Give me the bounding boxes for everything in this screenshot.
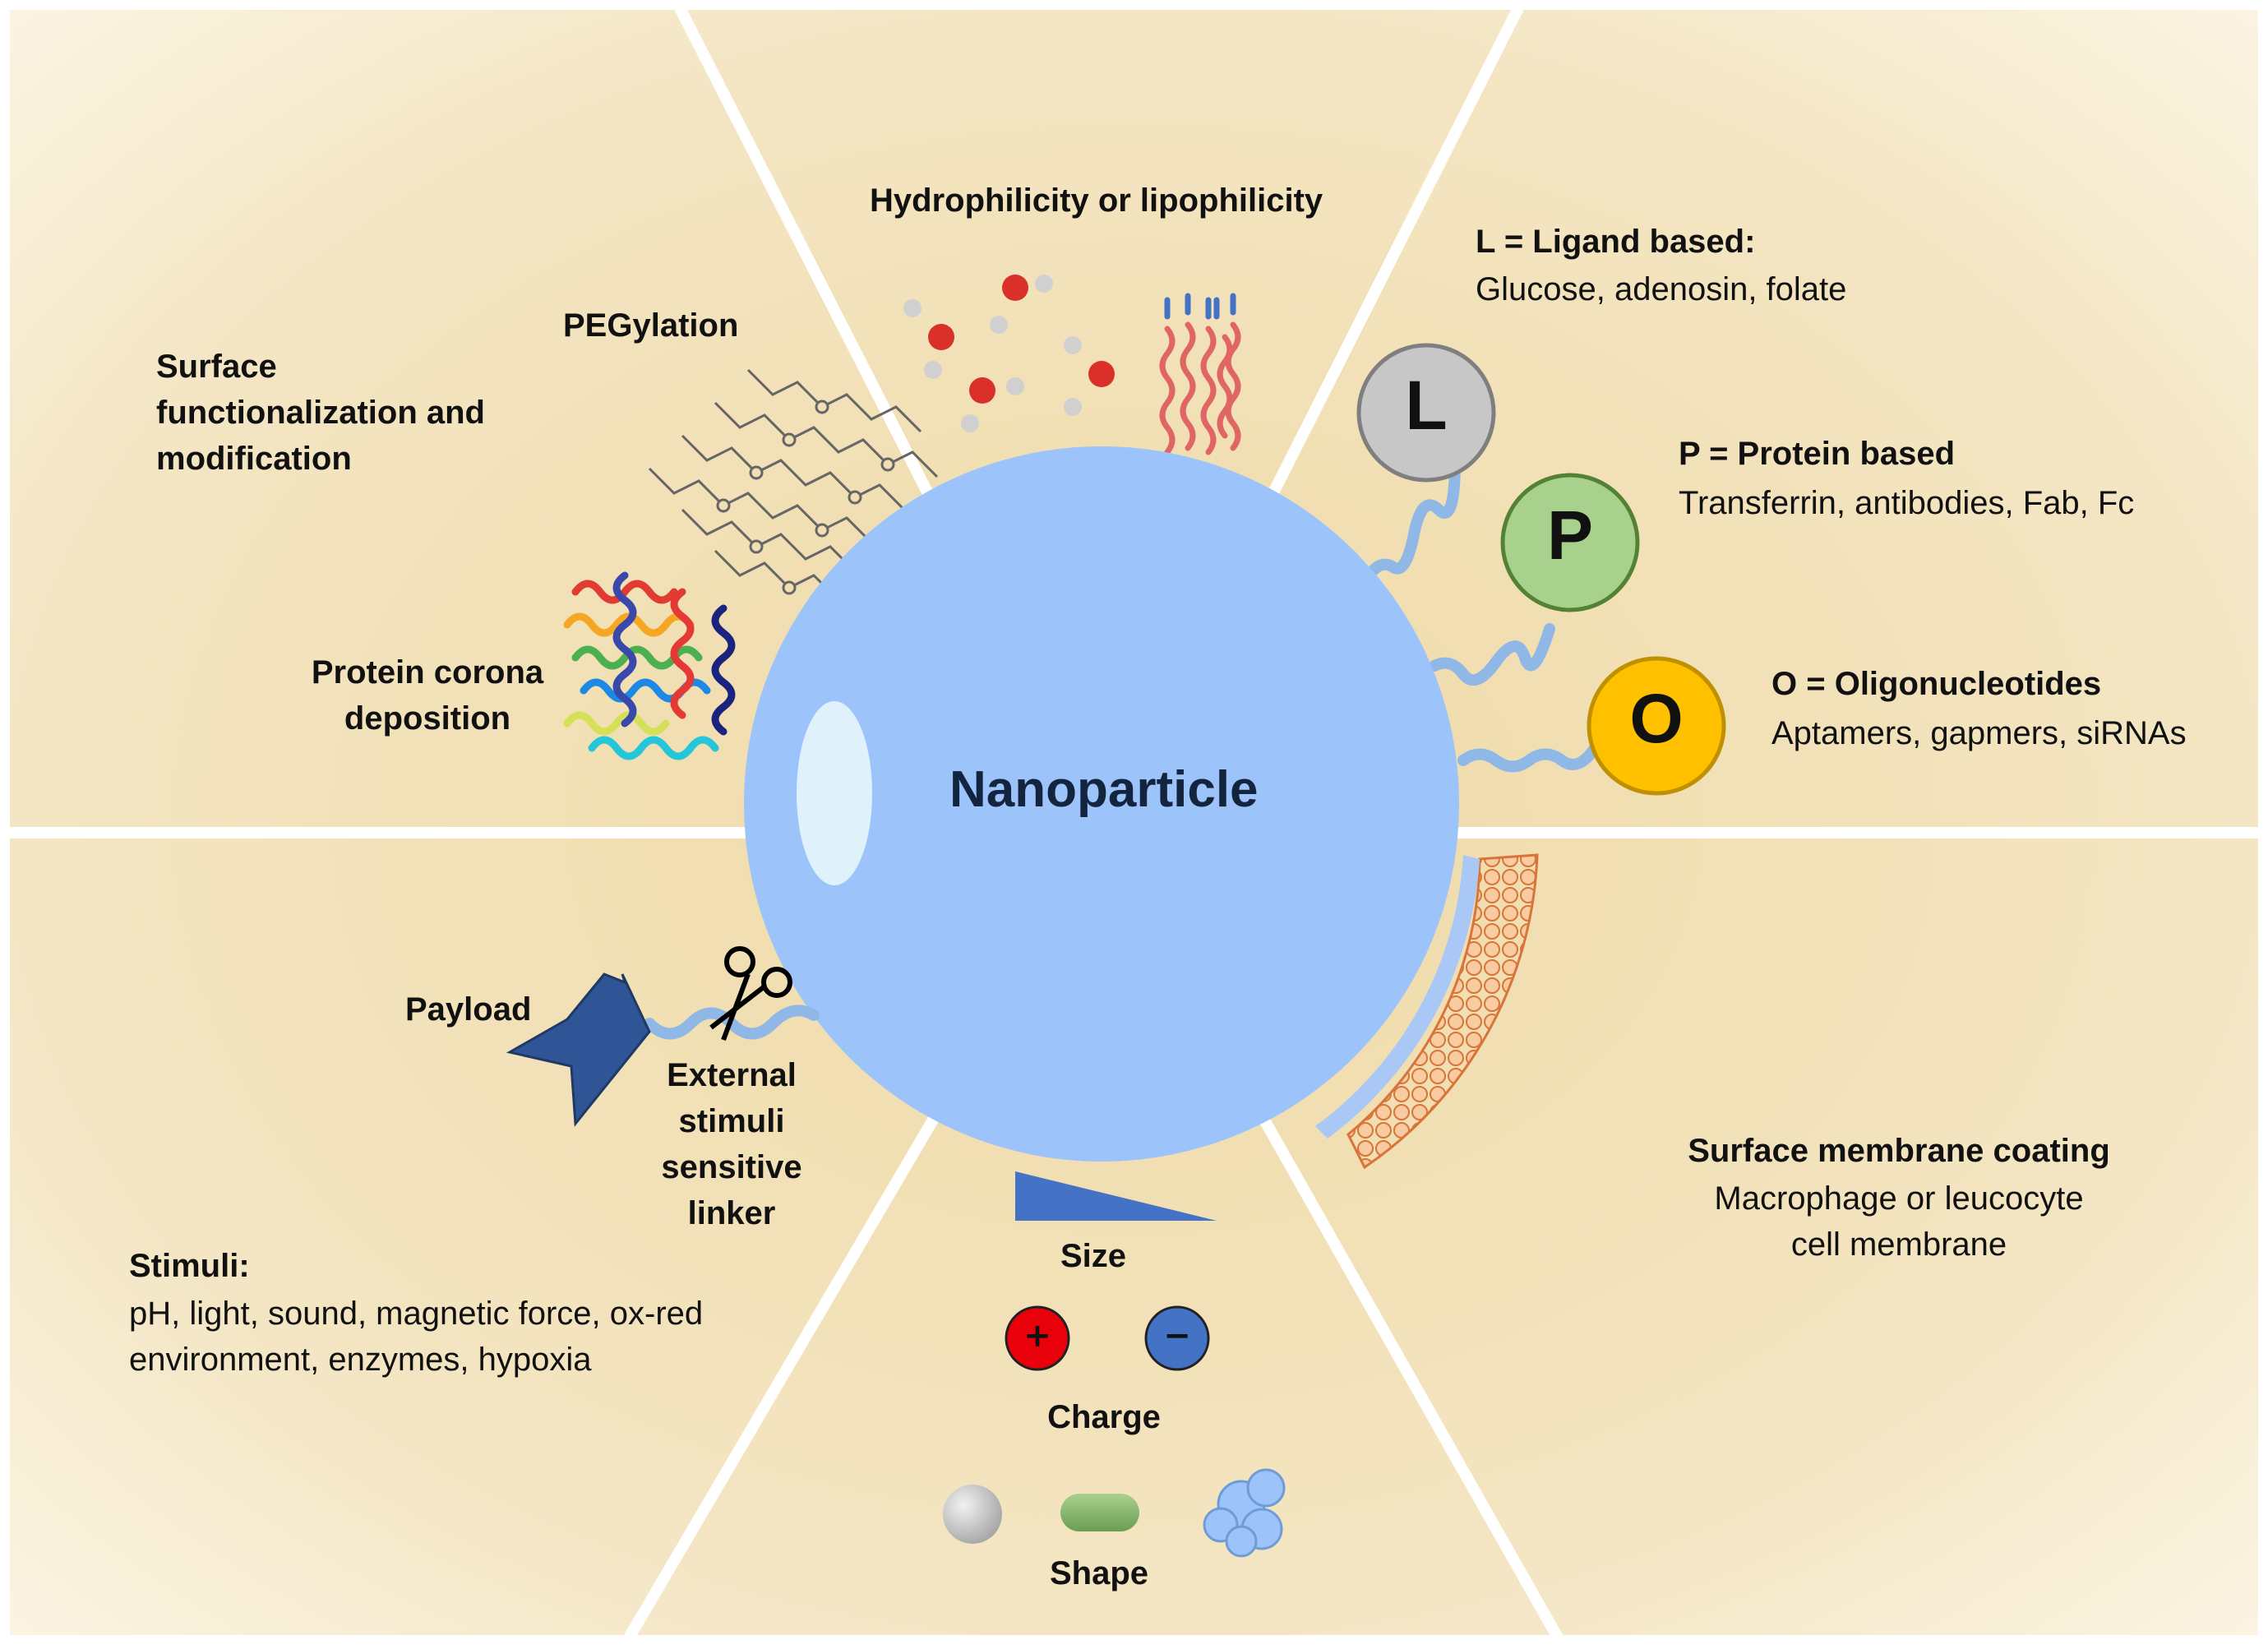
scissors-icon: [709, 946, 792, 1042]
membrane-coating-icon: [1346, 853, 1539, 1170]
positive-charge-icon: [1005, 1305, 1070, 1371]
protein-corona-icon: [563, 571, 736, 760]
surface-title: Surface functionalization and modificati…: [156, 349, 485, 477]
oligo-badge: [1587, 656, 1726, 796]
membrane-inner-layer: [1315, 855, 1480, 1139]
membrane-description: Macrophage or leucocyte cell membrane: [1714, 1180, 2084, 1263]
oligo-title: O = Oligonucleotides: [1771, 666, 2102, 702]
ligand-title: L = Ligand based:: [1476, 224, 1756, 260]
payload-label: Payload: [405, 991, 532, 1028]
nanoparticle-highlight: [797, 701, 872, 885]
water-molecules-icon: [903, 275, 1115, 432]
nanoparticle-sphere: [744, 446, 1459, 1162]
protein-title: P = Protein based: [1679, 436, 1956, 472]
shape-label: Shape: [1049, 1555, 1149, 1591]
ligand-badge: [1356, 343, 1496, 483]
targeting-linkers: [1363, 455, 1601, 773]
protein-badge: [1500, 473, 1640, 612]
protein-badge-letter: P: [1546, 497, 1594, 574]
peg-chains-icon: [648, 368, 939, 607]
payload-star-icon: [506, 972, 651, 1127]
membrane-title: Surface membrane coating: [1688, 1133, 2110, 1169]
ligand-badge-letter: L: [1405, 367, 1448, 444]
charge-label: Charge: [1047, 1399, 1161, 1435]
stimuli-description: pH, light, sound, magnetic force, ox-red…: [129, 1296, 704, 1378]
hydrophilicity-title: Hydrophilicity or lipophilicity: [870, 182, 1323, 219]
linker-label: External stimuli sensitive linker: [661, 1057, 802, 1231]
ligand-examples: Glucose, adenosin, folate: [1476, 271, 1847, 307]
size-label: Size: [1060, 1238, 1127, 1274]
oligo-examples: Aptamers, gapmers, siRNAs: [1771, 715, 2187, 751]
lipid-bilayer-icon: [1159, 293, 1241, 455]
size-triangle-icon: [1015, 1171, 1217, 1221]
nanoparticle-title: Nanoparticle: [949, 761, 1259, 818]
oligo-badge-letter: O: [1629, 680, 1684, 757]
rod-shape-icon: [1060, 1494, 1139, 1531]
stimuli-title: Stimuli:: [129, 1248, 250, 1284]
minus-sign: −: [1163, 1317, 1191, 1355]
pegylation-label: PEGylation: [563, 307, 739, 344]
protein-corona-label: Protein corona deposition: [311, 654, 544, 737]
sphere-shape-icon: [943, 1485, 1002, 1544]
irregular-shape-icon: [1203, 1468, 1286, 1558]
plus-sign: +: [1023, 1317, 1051, 1355]
protein-examples: Transferrin, antibodies, Fab, Fc: [1679, 485, 2135, 521]
negative-charge-icon: [1144, 1305, 1210, 1371]
